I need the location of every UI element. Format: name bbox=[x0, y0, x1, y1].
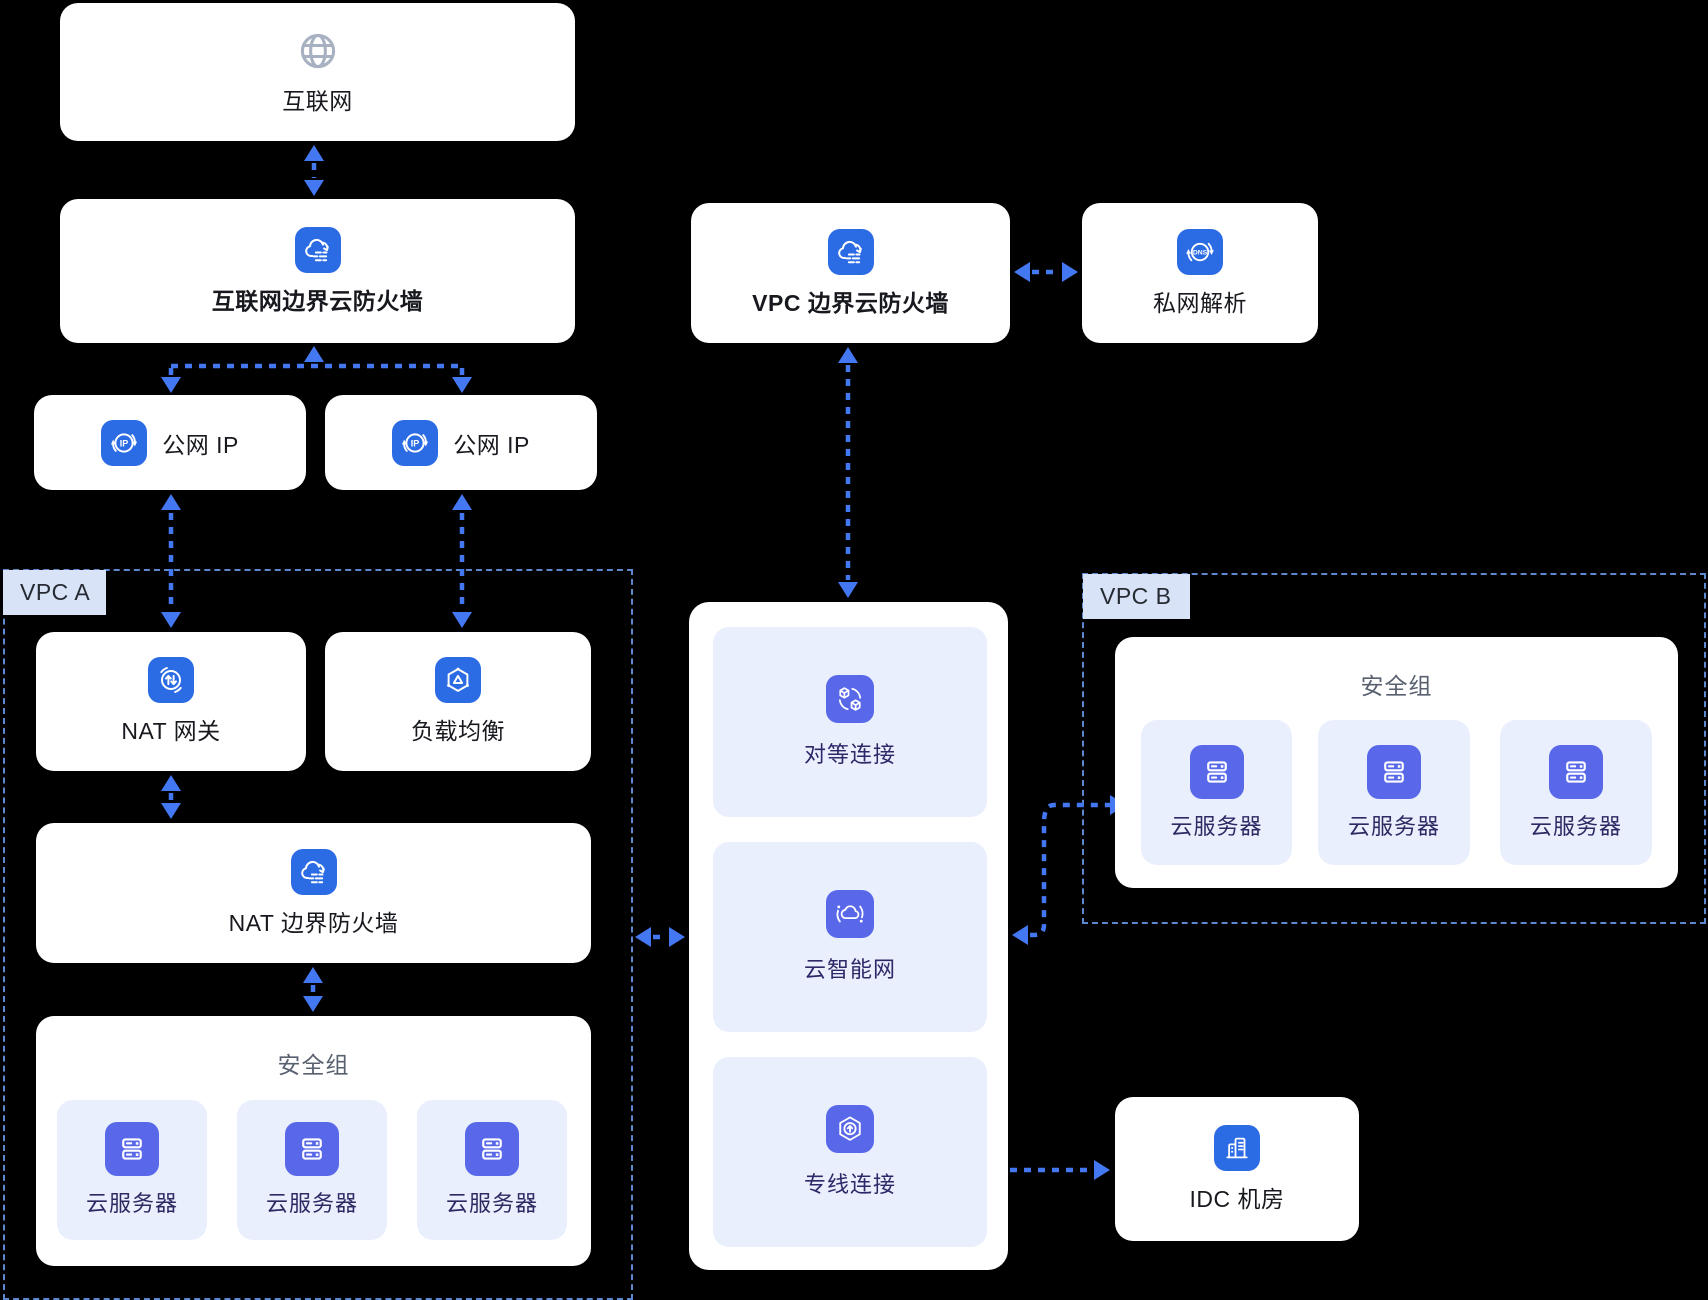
vpc-a-server-2: 云服务器 bbox=[237, 1100, 387, 1240]
vpc-b-chip: VPC B bbox=[1083, 574, 1190, 619]
ip-icon: IP bbox=[101, 419, 148, 466]
cloud-server-icon bbox=[465, 1122, 519, 1176]
public-ip-2-node: IP 公网 IP bbox=[325, 395, 597, 490]
vpc-b-server-2-label: 云服务器 bbox=[1347, 813, 1440, 839]
nat-firewall-label: NAT 边界防火墙 bbox=[228, 909, 399, 936]
vpc-a-label: VPC A bbox=[20, 579, 91, 605]
cloud-server-icon bbox=[1367, 744, 1421, 799]
private-dns-label: 私网解析 bbox=[1153, 289, 1247, 316]
vpc-firewall-node: VPC 边界云防火墙 bbox=[691, 203, 1010, 343]
internet-label: 互联网 bbox=[282, 87, 353, 114]
nat-gateway-icon bbox=[148, 657, 194, 703]
private-dns-node: DNS 私网解析 bbox=[1082, 203, 1318, 343]
cloud-server-icon bbox=[105, 1122, 159, 1176]
express-connect-card: 专线连接 bbox=[713, 1057, 987, 1247]
nat-gateway-label: NAT 网关 bbox=[121, 718, 221, 744]
vpc-b-server-3-label: 云服务器 bbox=[1529, 813, 1622, 839]
vpc-a-server-2-label: 云服务器 bbox=[265, 1191, 358, 1216]
svg-text:IP: IP bbox=[411, 438, 420, 448]
peering-label: 对等连接 bbox=[803, 742, 896, 767]
public-ip-1-node: IP 公网 IP bbox=[34, 395, 306, 490]
cen-icon bbox=[826, 890, 874, 938]
vpc-a-server-1-label: 云服务器 bbox=[85, 1191, 178, 1216]
dns-icon: DNS bbox=[1177, 228, 1223, 275]
load-balancer-node: 负载均衡 bbox=[325, 632, 591, 771]
vpc-a-chip: VPC A bbox=[3, 570, 106, 615]
load-balancer-icon bbox=[435, 657, 481, 703]
cen-card: 云智能网 bbox=[713, 842, 987, 1032]
internet-node: 互联网 bbox=[60, 3, 575, 141]
idc-node: IDC 机房 bbox=[1115, 1097, 1359, 1241]
public-ip-2-label: 公网 IP bbox=[453, 431, 530, 458]
express-connect-label: 专线连接 bbox=[803, 1172, 896, 1197]
security-group-b-title: 安全组 bbox=[1360, 673, 1433, 699]
cloud-server-icon bbox=[1549, 744, 1603, 799]
cloud-firewall-icon bbox=[290, 848, 337, 895]
vpc-b-container bbox=[1082, 573, 1706, 924]
vpc-a-server-1: 云服务器 bbox=[57, 1100, 207, 1240]
idc-icon bbox=[1214, 1124, 1260, 1171]
vpc-b-server-1-label: 云服务器 bbox=[1170, 813, 1263, 839]
cloud-firewall-icon bbox=[827, 228, 874, 275]
cloud-firewall-icon bbox=[294, 226, 341, 273]
vpc-a-server-3-label: 云服务器 bbox=[445, 1191, 538, 1216]
nat-firewall-node: NAT 边界防火墙 bbox=[36, 823, 591, 963]
security-group-a-title: 安全组 bbox=[277, 1052, 350, 1078]
cloud-server-icon bbox=[285, 1122, 339, 1176]
internet-firewall-node: 互联网边界云防火墙 bbox=[60, 199, 575, 343]
vpc-b-server-3: 云服务器 bbox=[1500, 720, 1652, 865]
express-connect-icon bbox=[826, 1105, 874, 1153]
ip-icon: IP bbox=[392, 419, 439, 466]
internet-firewall-label: 互联网边界云防火墙 bbox=[211, 287, 424, 314]
nat-gateway-node: NAT 网关 bbox=[36, 632, 306, 771]
load-balancer-label: 负载均衡 bbox=[411, 718, 505, 744]
vpc-firewall-label: VPC 边界云防火墙 bbox=[752, 289, 949, 316]
svg-text:IP: IP bbox=[120, 438, 129, 448]
cen-label: 云智能网 bbox=[803, 957, 896, 982]
cloud-server-icon bbox=[1189, 744, 1244, 799]
vpc-b-server-2: 云服务器 bbox=[1318, 720, 1470, 865]
vpc-b-server-1: 云服务器 bbox=[1141, 720, 1292, 865]
idc-label: IDC 机房 bbox=[1189, 1185, 1285, 1212]
public-ip-1-label: 公网 IP bbox=[162, 431, 239, 458]
vpc-b-label: VPC B bbox=[1100, 583, 1172, 609]
vpc-a-container bbox=[3, 569, 633, 1300]
vpc-a-server-3: 云服务器 bbox=[417, 1100, 567, 1240]
peering-card: 对等连接 bbox=[713, 627, 987, 817]
svg-text:DNS: DNS bbox=[1193, 249, 1208, 256]
peering-icon bbox=[826, 675, 874, 723]
globe-icon bbox=[296, 29, 340, 73]
